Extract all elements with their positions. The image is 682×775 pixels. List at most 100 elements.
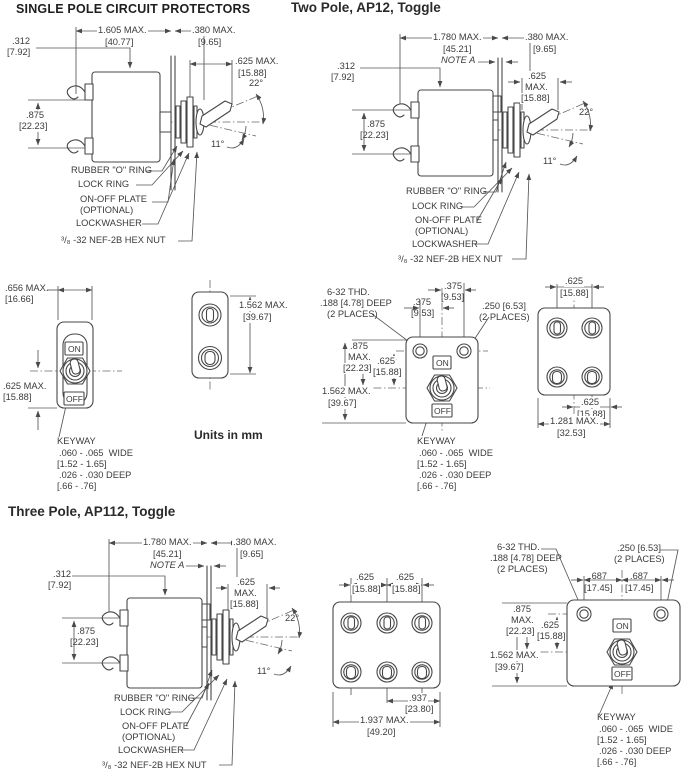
- two-pole-side-view: [352, 34, 594, 260]
- keyway-label: .026 - .030 DEEP: [599, 746, 672, 756]
- part-label-lock-ring: LOCK RING: [412, 201, 464, 211]
- dim-label: [15.88]: [238, 68, 267, 78]
- dim-label: [7.92]: [331, 72, 355, 82]
- single-pole-rear-view: [191, 280, 256, 392]
- dim-label: .687: [630, 571, 649, 581]
- dim-label: [15.88]: [576, 409, 607, 420]
- keyway-label: [.66 - .76]: [597, 757, 637, 767]
- dim-label: MAX.: [347, 352, 372, 363]
- dim-label: [15.88]: [372, 367, 403, 378]
- section-title-single-pole: SINGLE POLE CIRCUIT PROTECTORS: [16, 2, 251, 16]
- thd-note: (2 PLACES): [497, 564, 548, 574]
- dim-label: [15.88]: [391, 584, 422, 595]
- part-label-o-ring: RUBBER "O" RING: [71, 165, 152, 175]
- thd-note: 6-32 THD.: [327, 287, 370, 297]
- keyway-label: [.66 - .76]: [417, 481, 457, 491]
- part-label-hex-nut: ³/₈ -32 NEF-2B HEX NUT: [102, 760, 207, 770]
- two-pole-front-view: [322, 283, 490, 437]
- section-title-two-pole: Two Pole, AP12, Toggle: [291, 0, 441, 15]
- dim-label: MAX.: [510, 615, 535, 626]
- part-label-lock-ring: LOCK RING: [120, 707, 172, 717]
- dim-label: .625: [564, 276, 585, 287]
- dim-label: .875: [349, 341, 370, 352]
- single-pole-side-view: [28, 27, 267, 242]
- dim-label: .380 MAX.: [232, 537, 278, 548]
- part-label-optional: (OPTIONAL): [415, 226, 469, 236]
- keyway-label: KEYWAY: [417, 436, 456, 446]
- dim-label: [17.45]: [584, 583, 613, 593]
- dim-label: .875: [512, 604, 533, 615]
- off-label: OFF: [66, 394, 83, 404]
- dim-label: [7.92]: [48, 580, 72, 590]
- angle-label: 11°: [257, 666, 271, 676]
- keyway-label: .026 - .030 DEEP: [419, 470, 492, 480]
- dim-label: [9.53]: [411, 308, 435, 318]
- dim-label: [9.65]: [198, 37, 222, 47]
- dim-label: .875: [367, 119, 386, 129]
- dim-label: .625 MAX.: [234, 56, 280, 67]
- dim-label: .875: [25, 110, 46, 121]
- dim-label: .625: [236, 577, 257, 588]
- dim-label: .625: [527, 71, 548, 82]
- dim-label: 1.562 MAX.: [238, 300, 289, 311]
- dim-label: .380 MAX.: [191, 25, 237, 36]
- dim-label: [15.88]: [3, 392, 32, 402]
- dim-label: [45.21]: [153, 549, 182, 559]
- dim-label: .312: [53, 569, 72, 579]
- dim-label: [9.65]: [240, 549, 264, 559]
- angle-label: 22°: [285, 613, 300, 623]
- dim-label: [15.88]: [520, 93, 551, 104]
- dim-label: .687: [589, 571, 608, 581]
- part-label-hex-nut: ³/₈ -32 NEF-2B HEX NUT: [61, 235, 166, 245]
- dim-label: 1.605 MAX.: [97, 25, 148, 36]
- on-label: ON: [436, 358, 449, 368]
- dim-label: [15.88]: [559, 288, 590, 299]
- dim-label: .312: [12, 36, 31, 46]
- dim-label: [39.67]: [494, 662, 525, 673]
- angle-label: 11°: [211, 139, 225, 149]
- part-label-lockwasher: LOCKWASHER: [76, 218, 142, 228]
- dim-label: .380 MAX.: [524, 32, 570, 43]
- dim-label: [15.88]: [536, 631, 567, 642]
- dim-label: [49.20]: [367, 727, 396, 737]
- dim-label: [22.23]: [70, 637, 99, 647]
- part-label-lock-ring: LOCK RING: [78, 179, 130, 189]
- keyway-label: .060 - .065 WIDE: [59, 448, 133, 458]
- dim-label: .375: [413, 297, 432, 307]
- dim-label: MAX.: [524, 82, 549, 93]
- keyway-label: .060 - .065 WIDE: [419, 448, 493, 458]
- csk-note: .250 [6.53]: [482, 301, 526, 311]
- dim-label: [16.66]: [5, 294, 34, 304]
- dim-label: .625 MAX.: [3, 381, 47, 391]
- dim-label: [15.88]: [351, 584, 382, 595]
- keyway-label: KEYWAY: [597, 712, 636, 722]
- dim-label: [22.23]: [342, 363, 373, 374]
- dim-label: [17.45]: [625, 583, 654, 593]
- dim-label: 1.780 MAX.: [432, 32, 483, 43]
- dim-label: .875: [77, 626, 96, 636]
- dim-label: [9.53]: [441, 292, 465, 302]
- dim-label: .625: [580, 397, 601, 408]
- dim-label: .937: [408, 693, 429, 704]
- thd-note: 6-32 THD.: [497, 542, 540, 552]
- keyway-label: [.66 - .76]: [57, 481, 97, 491]
- dim-label: [22.23]: [505, 626, 536, 637]
- csk-note: .250 [6.53]: [617, 543, 661, 553]
- units-note: Units in mm: [194, 428, 263, 442]
- angle-label: 22°: [249, 78, 264, 88]
- dim-label: .625: [355, 572, 376, 583]
- part-label-o-ring: RUBBER "O" RING: [114, 693, 195, 703]
- dim-label: [9.65]: [533, 44, 557, 54]
- dim-label: [39.67]: [327, 398, 358, 409]
- on-label: ON: [68, 344, 81, 354]
- dim-label: [39.67]: [242, 312, 273, 323]
- two-pole-rear-view: [537, 284, 622, 428]
- dim-label: [15.88]: [229, 599, 260, 610]
- dim-label: MAX.: [233, 588, 258, 599]
- keyway-label: KEYWAY: [57, 436, 96, 446]
- note-a-label: NOTE A: [441, 55, 476, 65]
- part-label-on-off-plate: ON-OFF PLATE: [80, 194, 147, 204]
- note-a-label: NOTE A: [150, 560, 185, 570]
